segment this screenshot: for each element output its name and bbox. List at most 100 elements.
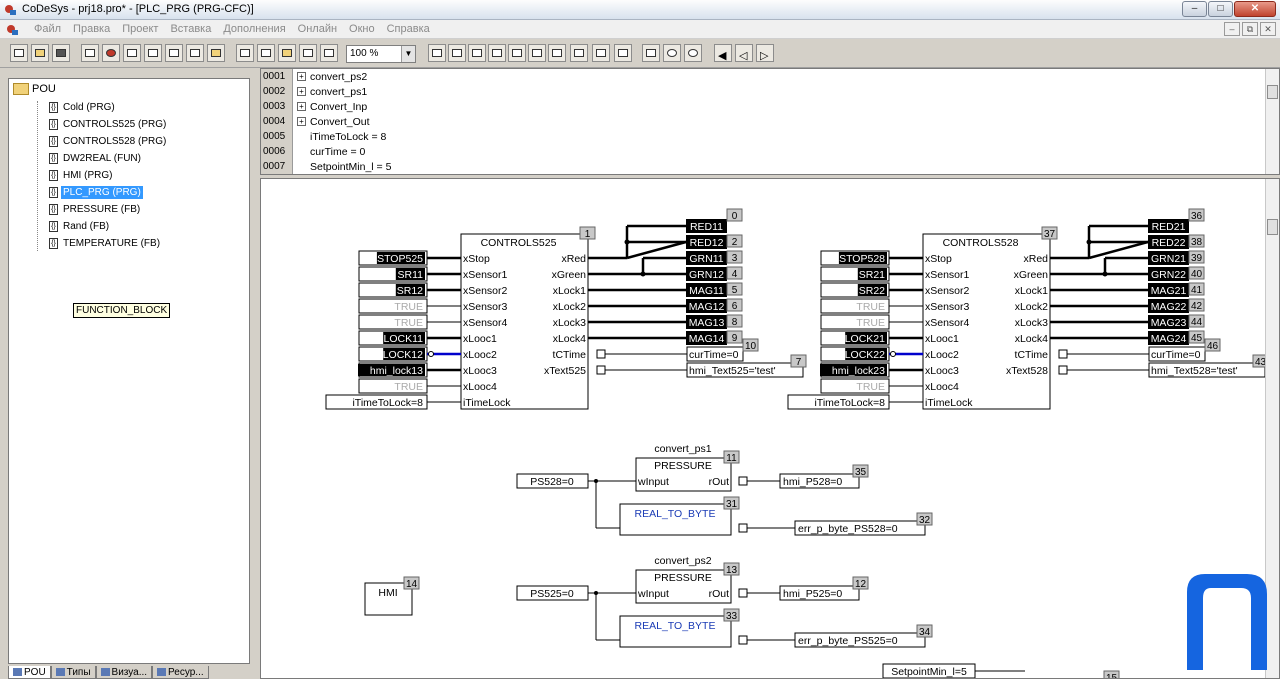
declaration-line[interactable]: 0002+convert_ps1 [261, 84, 1266, 99]
cfc-box-icon[interactable] [468, 44, 486, 62]
cfc-negate-icon[interactable] [570, 44, 588, 62]
tab-visualization[interactable]: Визуа... [95, 666, 153, 679]
login-icon[interactable] [81, 44, 99, 62]
cfc-input-icon[interactable] [428, 44, 446, 62]
cut-icon[interactable] [236, 44, 254, 62]
document-menu-icon[interactable] [6, 23, 19, 36]
output-variable[interactable] [686, 362, 804, 378]
tree-item[interactable]: {}PLC_PRG (PRG) [49, 184, 143, 200]
function-block[interactable] [635, 569, 732, 604]
cfc-set-reset-icon[interactable] [592, 44, 610, 62]
output-variable[interactable] [1148, 267, 1189, 281]
tree-item[interactable]: {}HMI (PRG) [49, 167, 114, 183]
tree-item[interactable]: {}CONTROLS525 (PRG) [49, 116, 168, 132]
output-variable[interactable] [794, 632, 926, 648]
breakpoint-icon[interactable] [165, 44, 183, 62]
output-variable[interactable] [794, 520, 926, 536]
run-icon[interactable] [123, 44, 141, 62]
output-variable[interactable] [686, 346, 744, 362]
output-variable[interactable] [779, 473, 860, 489]
output-variable[interactable] [686, 251, 727, 265]
mdi-restore-button[interactable]: ⧉ [1242, 22, 1258, 36]
chevron-down-icon[interactable]: ▼ [401, 46, 415, 62]
declaration-line[interactable]: 0004+Convert_Out [261, 114, 1266, 129]
expand-icon[interactable]: + [297, 117, 306, 126]
paste-icon[interactable] [278, 44, 296, 62]
tree-item[interactable]: {}Rand (FB) [49, 218, 111, 234]
output-variable[interactable] [686, 299, 727, 313]
mdi-minimize-button[interactable]: – [1224, 22, 1240, 36]
tree-item[interactable]: {}PRESSURE (FB) [49, 201, 142, 217]
new-icon[interactable] [10, 44, 28, 62]
output-variable[interactable] [686, 267, 727, 281]
download-icon[interactable] [207, 44, 225, 62]
zoom-select[interactable]: 100 % ▼ [346, 45, 416, 63]
output-variable[interactable] [1148, 235, 1189, 249]
expand-icon[interactable]: + [297, 72, 306, 81]
step-icon[interactable] [144, 44, 162, 62]
first-page-icon[interactable]: ◀ [714, 44, 732, 62]
output-variable[interactable] [1148, 346, 1206, 362]
prev-page-icon[interactable]: ◁ [735, 44, 753, 62]
menu-file[interactable]: Файл [34, 23, 62, 35]
output-variable[interactable] [1148, 299, 1189, 313]
output-variable[interactable] [1148, 219, 1189, 233]
menu-online[interactable]: Онлайн [297, 23, 338, 35]
menu-help[interactable]: Справка [386, 23, 430, 35]
cfc-connect-icon[interactable] [663, 44, 681, 62]
cfc-order-icon[interactable] [684, 44, 702, 62]
pane-splitter[interactable] [260, 175, 1280, 178]
function-block[interactable] [922, 233, 1051, 410]
output-variable[interactable] [1148, 315, 1189, 329]
menu-edit[interactable]: Правка [73, 23, 111, 35]
output-variable[interactable] [1148, 251, 1189, 265]
menu-project[interactable]: Проект [122, 23, 159, 35]
output-variable[interactable] [686, 219, 727, 233]
scroll-thumb[interactable] [1267, 85, 1278, 99]
find-icon[interactable] [299, 44, 317, 62]
stop-icon[interactable] [102, 44, 120, 62]
function-block[interactable] [635, 457, 732, 492]
tree-item[interactable]: {}CONTROLS528 (PRG) [49, 133, 168, 149]
output-variable[interactable] [686, 315, 727, 329]
cfc-return-icon[interactable] [528, 44, 546, 62]
function-block[interactable] [460, 233, 589, 410]
reset-icon[interactable] [186, 44, 204, 62]
output-variable[interactable] [1148, 331, 1189, 345]
expand-icon[interactable]: + [297, 87, 306, 96]
cfc-edge-icon[interactable] [614, 44, 632, 62]
menu-extras[interactable]: Дополнения [223, 23, 286, 35]
tab-resources[interactable]: Ресур... [152, 666, 209, 679]
menu-insert[interactable]: Вставка [170, 23, 212, 35]
expand-icon[interactable]: + [297, 102, 306, 111]
cfc-jump-icon[interactable] [488, 44, 506, 62]
tree-item[interactable]: {}DW2REAL (FUN) [49, 150, 143, 166]
cfc-diagram[interactable]: CONTROLS5251xStopxSensor1xSensor2xSensor… [261, 179, 1269, 679]
scroll-thumb[interactable] [1267, 219, 1278, 235]
cfc-comment-icon[interactable] [548, 44, 566, 62]
output-variable[interactable] [686, 283, 727, 297]
declaration-scrollbar[interactable] [1265, 69, 1279, 174]
tree-root-pou[interactable]: POU [13, 83, 56, 95]
tree-item[interactable]: {}TEMPERATURE (FB) [49, 235, 162, 251]
conversion-block[interactable] [619, 503, 732, 536]
save-icon[interactable] [52, 44, 70, 62]
tree-item[interactable]: {}Cold (PRG) [49, 99, 117, 115]
open-icon[interactable] [31, 44, 49, 62]
maximize-button[interactable]: □ [1208, 1, 1233, 17]
conversion-block[interactable] [619, 615, 732, 648]
menu-window[interactable]: Окно [349, 23, 375, 35]
tab-types[interactable]: Типы [50, 666, 96, 679]
output-variable[interactable] [1148, 283, 1189, 297]
find-next-icon[interactable] [320, 44, 338, 62]
output-variable[interactable] [779, 585, 860, 601]
output-variable[interactable] [686, 235, 727, 249]
mdi-close-button[interactable]: ✕ [1260, 22, 1276, 36]
output-variable[interactable] [686, 331, 727, 345]
cfc-output-icon[interactable] [448, 44, 466, 62]
